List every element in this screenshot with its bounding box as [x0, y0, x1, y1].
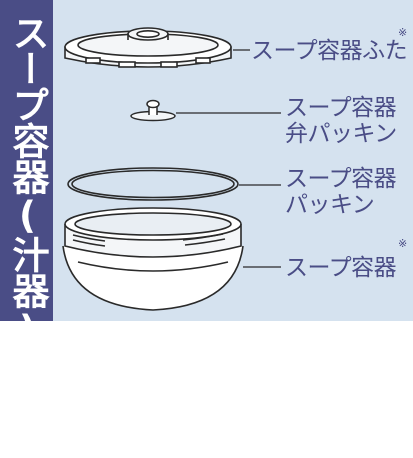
soup-container-body-illustration [62, 207, 244, 311]
parts-illustration [62, 27, 281, 311]
sidebar-title: スープ容器(汁器)セット [6, 14, 49, 458]
label-packing: スープ容器 パッキン [285, 166, 397, 218]
label-valve-packing-line-2: 弁パッキン [285, 121, 397, 147]
leader-lines [176, 49, 281, 268]
sidebar: スープ容器(汁器)セット [0, 0, 53, 458]
label-valve-packing-line-1: スープ容器 [285, 95, 397, 121]
label-lid: スープ容器ふた [251, 38, 408, 64]
soup-container-lid-illustration [64, 27, 232, 68]
label-lid-line-1: スープ容器ふた [251, 38, 408, 64]
label-packing-line-2: パッキン [285, 192, 375, 218]
label-packing-line-1: スープ容器 [285, 166, 397, 192]
lid-note-mark: ※ [398, 26, 408, 39]
valve-packing-illustration [130, 99, 176, 122]
packing-ring-illustration [67, 167, 239, 201]
parts-diagram-figure: スープ容器(汁器)セット [0, 0, 413, 321]
label-container: スープ容器 [285, 255, 397, 281]
label-container-line-1: スープ容器 [285, 255, 397, 281]
container-note-mark: ※ [398, 237, 408, 250]
label-valve-packing: スープ容器 弁パッキン [285, 95, 397, 147]
